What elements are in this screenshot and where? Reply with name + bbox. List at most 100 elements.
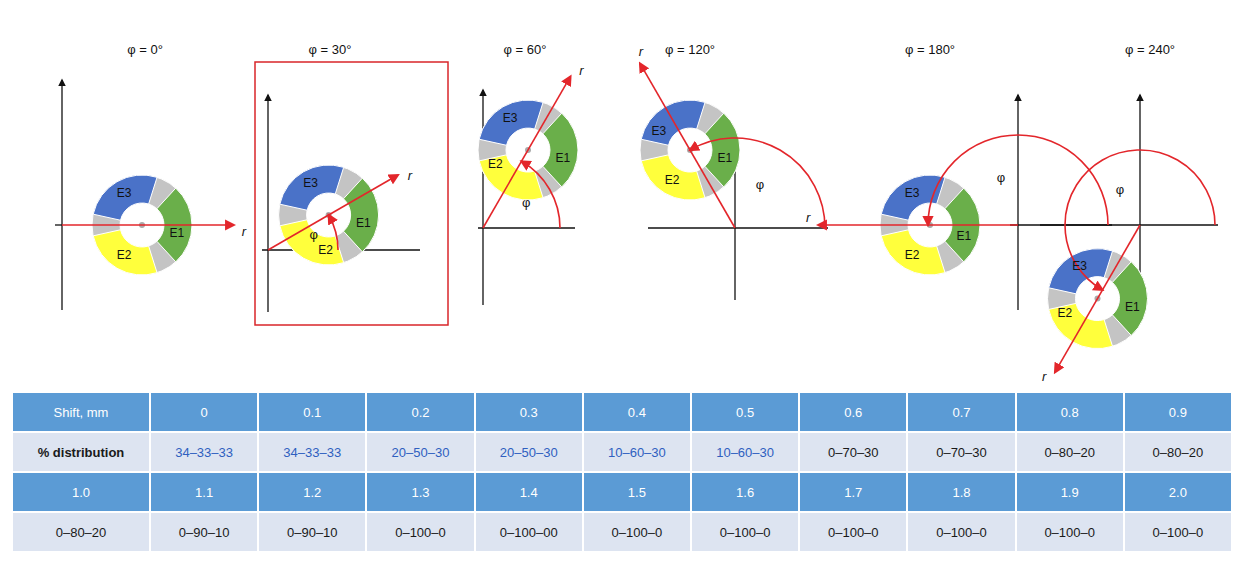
table-header-cell: 1.0 [13, 473, 149, 511]
table-value-cell: 0–100–0 [800, 513, 906, 551]
radius-label: r [806, 211, 810, 226]
electrode-label: E2 [318, 244, 333, 258]
x-axis [648, 227, 828, 228]
y-axis [61, 80, 62, 310]
table-header-cell: 0.3 [476, 393, 582, 431]
gap-ring [279, 165, 379, 265]
table-value-cell: 0–100–0 [692, 513, 798, 551]
table-header-cell: 1.5 [584, 473, 690, 511]
electrode-label: E1 [356, 217, 371, 231]
electrode-label: E2 [665, 174, 680, 188]
electrode-label: E3 [905, 187, 920, 201]
table-header-cell: 1.6 [692, 473, 798, 511]
radius-arrow [640, 63, 735, 228]
table-header-cell: 0.6 [800, 393, 906, 431]
table-value-cell: % distribution [13, 433, 149, 471]
radius-label: r [639, 44, 643, 59]
angle-arc [690, 138, 825, 228]
e2-segment [1049, 303, 1113, 348]
electrode-label: E2 [488, 158, 503, 172]
angle-label: φ [1116, 183, 1124, 198]
electrode-ring [279, 165, 379, 265]
angle-title: φ = 0° [127, 43, 163, 58]
table-value-cell: 20–50–30 [367, 433, 473, 471]
electrode-label: E2 [905, 249, 920, 263]
angle-label: φ [309, 228, 317, 243]
table-header-cell: 0.9 [1125, 393, 1231, 431]
table-value-cell: 20–50–30 [476, 433, 582, 471]
e2-segment [93, 230, 157, 275]
angle-title: φ = 240° [1125, 43, 1175, 58]
y-axis [267, 95, 268, 312]
electrode-label: E1 [1125, 301, 1140, 315]
table-value-cell: 0–80–20 [13, 513, 149, 551]
e3-segment [881, 175, 945, 220]
angle-label: φ [997, 171, 1005, 186]
e3-segment [479, 100, 543, 145]
radius-label: r [1042, 370, 1046, 385]
table-value-cell: 0–100–0 [1125, 513, 1231, 551]
e3-segment [641, 100, 705, 145]
table-header-cell: 1.7 [800, 473, 906, 511]
table-header-cell: 0 [151, 393, 257, 431]
table-header-cell: Shift, mm [13, 393, 149, 431]
e2-segment [881, 230, 945, 275]
radius-label: r [579, 64, 583, 79]
table-header-cell: 0.4 [584, 393, 690, 431]
angle-arc [1065, 150, 1215, 290]
table-header-cell: 0.2 [367, 393, 473, 431]
radius-arrow [268, 175, 398, 250]
table-value-cell: 0–70–30 [800, 433, 906, 471]
table-header-cell: 1.9 [1017, 473, 1123, 511]
radius-label: r [408, 169, 412, 184]
angle-title: φ = 120° [665, 43, 715, 58]
table-header-cell: 1.3 [367, 473, 473, 511]
table-header-cell: 0.1 [259, 393, 365, 431]
table-value-cell: 0–80–20 [1017, 433, 1123, 471]
e1-segment [543, 113, 578, 187]
angle-title: φ = 60° [504, 43, 547, 58]
e1-segment [705, 113, 740, 187]
table-value-cell: 0–100–0 [1017, 513, 1123, 551]
y-axis [482, 90, 483, 305]
e1-segment [1112, 262, 1147, 336]
e3-segment [280, 165, 344, 210]
electrode-label: E2 [117, 249, 132, 263]
angle-arc [928, 135, 1108, 225]
electrode-label: E1 [956, 230, 971, 244]
highlight-frame [255, 62, 448, 325]
table-header-cell: 2.0 [1125, 473, 1231, 511]
radius-arrow [483, 76, 571, 228]
electrode-label: E3 [1072, 261, 1087, 275]
angle-title: φ = 30° [309, 43, 352, 58]
table-header-cell: 0.8 [1017, 393, 1123, 431]
table-header-cell: 1.1 [151, 473, 257, 511]
table-value-cell: 0–80–20 [1125, 433, 1231, 471]
electrode-label: E3 [651, 125, 666, 139]
angle-label: φ [756, 177, 764, 192]
electrode-label: E3 [503, 112, 518, 126]
table-header-cell: 1.2 [259, 473, 365, 511]
table-value-cell: 10–60–30 [692, 433, 798, 471]
electrode-label: E1 [555, 152, 570, 166]
table-header-cell: 0.5 [692, 393, 798, 431]
radius-arrow [818, 224, 1018, 226]
electrode-label: E1 [169, 227, 184, 241]
table-value-cell: 0–100–0 [908, 513, 1014, 551]
table-value-cell: 0–90–10 [259, 513, 365, 551]
table-value-cell: 0–100–00 [476, 513, 582, 551]
electrode-label: E2 [1058, 307, 1073, 321]
angle-title: φ = 180° [905, 43, 955, 58]
e2-segment [641, 155, 705, 200]
radius-label: r [242, 224, 246, 239]
table-value-cell: 0–70–30 [908, 433, 1014, 471]
e3-segment [93, 175, 157, 220]
angle-arc [522, 161, 561, 228]
x-axis [55, 224, 62, 225]
table-header-cell: 1.8 [908, 473, 1014, 511]
table-value-cell: 34–33–33 [259, 433, 365, 471]
table-header-cell: 1.4 [476, 473, 582, 511]
table-value-cell: 0–100–0 [367, 513, 473, 551]
angle-label: φ [522, 196, 530, 211]
y-axis [1017, 95, 1018, 310]
